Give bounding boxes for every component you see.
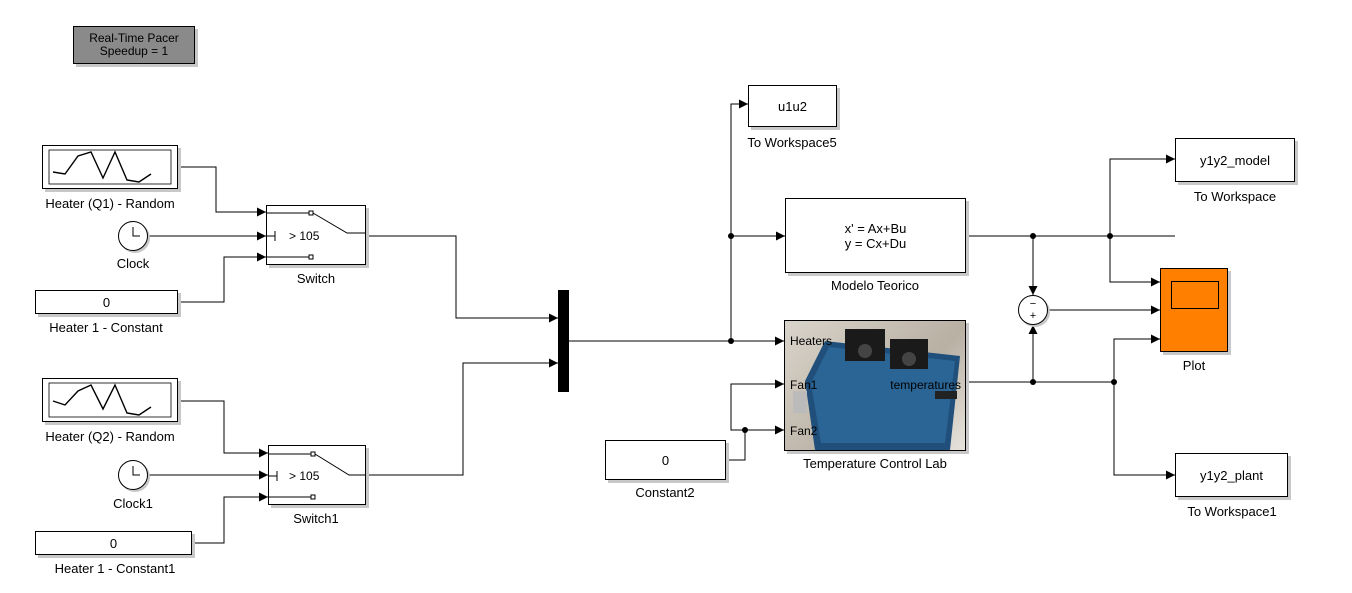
port-fan2: Fan2 [790, 424, 817, 438]
to-workspace1-block[interactable]: y1y2_plant [1175, 453, 1288, 497]
sum-plus-sign: + [1019, 311, 1047, 322]
port-fan1: Fan1 [790, 378, 817, 392]
heater1-constant-label: Heater 1 - Constant [26, 320, 186, 335]
tcl-label: Temperature Control Lab [780, 456, 970, 471]
switch-block[interactable]: > 105 [266, 205, 366, 265]
plot-scope-block[interactable] [1160, 268, 1228, 352]
to-workspace-label: To Workspace [1175, 189, 1295, 204]
to-workspace-block[interactable]: y1y2_model [1175, 138, 1295, 182]
mux-block[interactable] [558, 290, 569, 392]
y1y2-model-variable: y1y2_model [1200, 153, 1270, 168]
sum-minus-sign: − [1019, 299, 1047, 310]
pacer-speedup: Speedup = 1 [100, 45, 168, 58]
scope-screen-icon [1171, 281, 1219, 309]
heater1-constant-block[interactable]: 0 [35, 290, 178, 314]
state-space-model-block[interactable]: x' = Ax+Bu y = Cx+Du [785, 198, 966, 273]
heater-q1-random-block[interactable] [42, 145, 178, 189]
u1u2-variable: u1u2 [778, 99, 807, 114]
constant2-value: 0 [662, 453, 669, 468]
switch1-threshold: > 105 [289, 469, 319, 483]
real-time-pacer-block[interactable]: Real-Time Pacer Speedup = 1 [73, 26, 195, 64]
switch1-label: Switch1 [276, 511, 356, 526]
heater1-constant1-block[interactable]: 0 [35, 531, 192, 555]
temperature-control-lab-block[interactable]: Heaters Fan1 Fan2 temperatures [784, 320, 966, 451]
model-label: Modelo Teorico [800, 278, 950, 293]
to-workspace1-label: To Workspace1 [1170, 504, 1294, 519]
random-signal-icon [43, 146, 177, 188]
to-workspace5-block[interactable]: u1u2 [748, 85, 837, 127]
clock-icon[interactable] [118, 221, 148, 251]
state-equation: x' = Ax+Bu [845, 221, 907, 236]
y1y2-plant-variable: y1y2_plant [1200, 468, 1263, 483]
clock1-label: Clock1 [98, 496, 168, 511]
to-workspace5-label: To Workspace5 [732, 135, 852, 150]
heater1-constant-value: 0 [103, 295, 110, 310]
switch-threshold: > 105 [289, 229, 319, 243]
heater-q2-label: Heater (Q2) - Random [30, 429, 190, 444]
switch1-block[interactable]: > 105 [268, 445, 366, 505]
constant2-label: Constant2 [615, 485, 715, 500]
heater1-constant1-label: Heater 1 - Constant1 [30, 561, 200, 576]
heater-q1-label: Heater (Q1) - Random [30, 196, 190, 211]
port-temperatures: temperatures [890, 378, 961, 392]
output-equation: y = Cx+Du [845, 236, 906, 251]
clock-label: Clock [98, 256, 168, 271]
heater-q2-random-block[interactable] [42, 378, 178, 422]
switch-label: Switch [276, 271, 356, 286]
heater1-constant1-value: 0 [110, 536, 117, 551]
port-heaters: Heaters [790, 334, 832, 348]
constant2-block[interactable]: 0 [605, 440, 726, 480]
sum-block[interactable]: − + [1018, 295, 1048, 325]
plot-label: Plot [1164, 358, 1224, 373]
random-signal-icon [43, 379, 177, 421]
clock1-icon[interactable] [118, 460, 148, 490]
